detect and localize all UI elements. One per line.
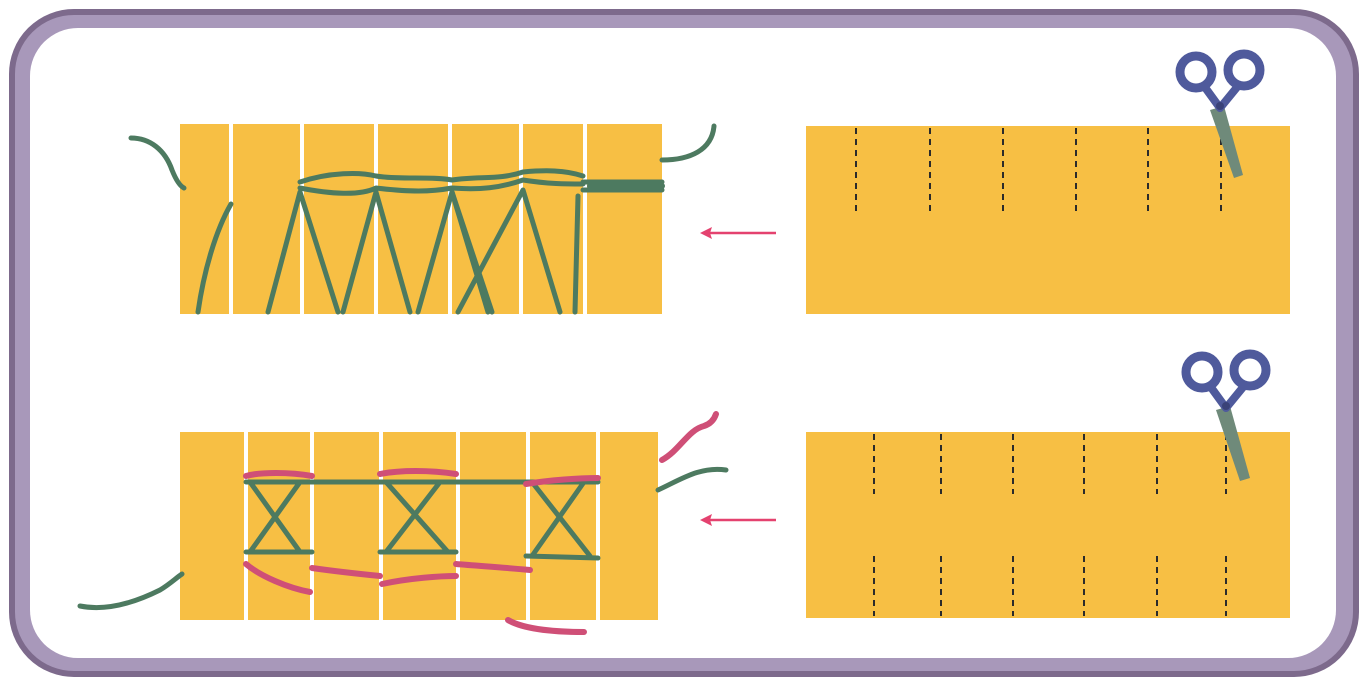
top-cut-paper: [806, 126, 1290, 314]
scissors-icon: [1175, 49, 1265, 178]
bottom-pink-thread: [243, 411, 719, 635]
top-green-thread: [128, 123, 717, 315]
left-arrow-icon: [700, 227, 776, 239]
top-woven-strips: [180, 124, 662, 314]
scissors-icon: [1181, 349, 1271, 481]
bottom-woven-strips: [180, 432, 658, 620]
left-arrow-icon: [700, 514, 776, 526]
bottom-cut-paper: [806, 432, 1290, 618]
bottom-green-thread: [77, 466, 729, 611]
